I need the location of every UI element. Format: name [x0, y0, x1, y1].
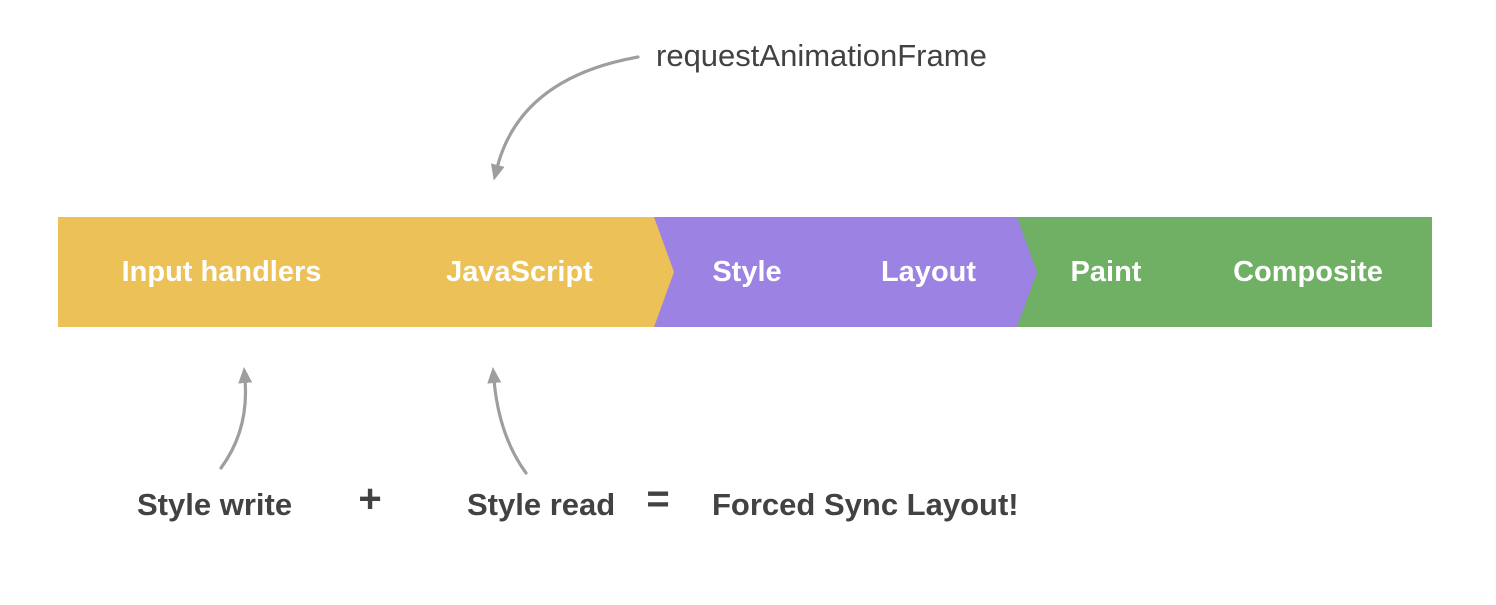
segment-layout: Layout: [829, 217, 1048, 327]
segment-label: Input handlers: [121, 255, 322, 288]
segment-paint: Paint: [1017, 217, 1215, 327]
segment-javascript: JavaScript: [374, 217, 685, 327]
style-write-arrow: [219, 367, 253, 470]
style-read-label: Style read: [467, 487, 616, 522]
equals-sign: =: [646, 477, 670, 521]
segment-label: Layout: [880, 255, 977, 288]
segment-composite: Composite: [1184, 217, 1432, 327]
segment-label: Composite: [1233, 255, 1383, 288]
forced-sync-layout-label: Forced Sync Layout!: [712, 487, 1019, 522]
segment-label: Paint: [1070, 255, 1142, 288]
request-animation-frame-label: requestAnimationFrame: [656, 38, 987, 73]
pipeline-bar: Input handlers JavaScript Style Layout P…: [58, 217, 1432, 327]
segment-input-handlers: Input handlers: [58, 217, 405, 327]
raf-curved-arrow: [490, 55, 640, 181]
style-read-arrow: [487, 367, 528, 475]
style-write-label: Style write: [137, 487, 293, 522]
segment-label: Style: [712, 255, 782, 288]
segment-style: Style: [654, 217, 860, 327]
plus-sign: +: [358, 477, 382, 521]
segment-label: JavaScript: [446, 255, 593, 288]
